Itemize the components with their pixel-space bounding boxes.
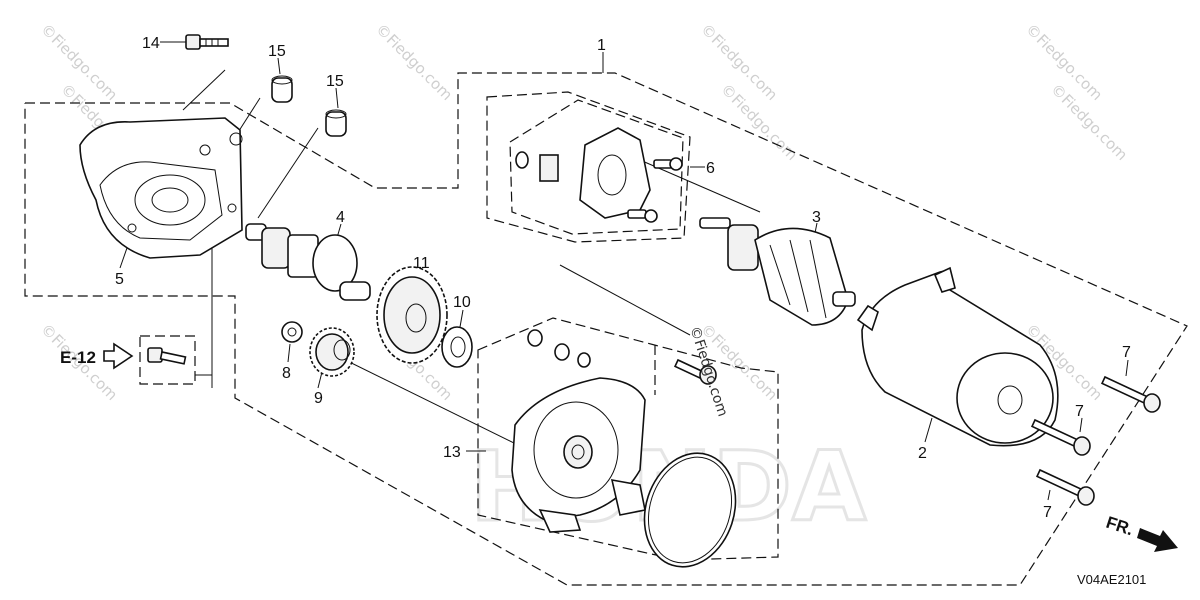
callout-13[interactable]: 13 (443, 444, 461, 461)
callout-2[interactable]: 2 (918, 445, 927, 462)
watermark: ©Fiedgo.com (372, 20, 456, 104)
rear-cover-part-13 (511, 329, 717, 533)
callout-4[interactable]: 4 (336, 209, 345, 226)
callout-15[interactable]: 15 (268, 43, 286, 60)
callout-7[interactable]: 7 (1122, 344, 1131, 361)
callout-7[interactable]: 7 (1075, 403, 1084, 420)
motor-case-part-2 (856, 266, 1059, 447)
pinion-part-4 (245, 223, 371, 301)
clip-part-8 (281, 321, 303, 343)
callout-6[interactable]: 6 (706, 160, 715, 177)
front-direction-indicator: FR. (1104, 513, 1178, 552)
diagram-code: V04AE2101 (1077, 572, 1146, 587)
front-housing-part-5 (79, 117, 243, 259)
callouts: 1 2 3 4 5 6 7 7 7 8 9 10 11 13 14 15 15 (115, 35, 1131, 521)
brush-holder-part-6 (515, 127, 683, 223)
callout-11[interactable]: 11 (413, 255, 430, 272)
reference-e12[interactable]: E-12 (60, 342, 134, 370)
o-ring (643, 452, 737, 568)
bolt-part-14 (185, 34, 229, 50)
gear-part-9 (309, 327, 355, 377)
callout-5[interactable]: 5 (115, 271, 124, 288)
reference-e12-label[interactable]: E-12 (60, 348, 96, 367)
arrow-right-icon (1137, 528, 1178, 552)
armature-part-3 (699, 217, 856, 326)
front-direction-label: FR. (1104, 513, 1136, 540)
dowel-part-15 (271, 75, 347, 137)
callout-9[interactable]: 9 (314, 390, 323, 407)
bolt-part-7 (1030, 375, 1161, 506)
gear-part-11 (376, 266, 448, 364)
callout-14[interactable]: 14 (142, 35, 160, 52)
brush-holder-group-outline (486, 91, 691, 243)
callout-8[interactable]: 8 (282, 365, 291, 382)
e12-bolt-outline (139, 335, 196, 385)
washer-part-10 (441, 326, 473, 368)
callout-15[interactable]: 15 (326, 73, 344, 90)
callout-7[interactable]: 7 (1043, 504, 1052, 521)
brush-holder-inner-outline (509, 99, 684, 235)
group-outlines (24, 72, 1188, 586)
assembly-outline (24, 72, 1188, 586)
bolt-e12 (147, 347, 187, 365)
callout-3[interactable]: 3 (812, 209, 821, 226)
rear-cover-group-outline (477, 317, 779, 561)
callout-10[interactable]: 10 (453, 294, 471, 311)
callout-1[interactable]: 1 (597, 37, 606, 54)
arrow-left-icon (103, 342, 134, 370)
